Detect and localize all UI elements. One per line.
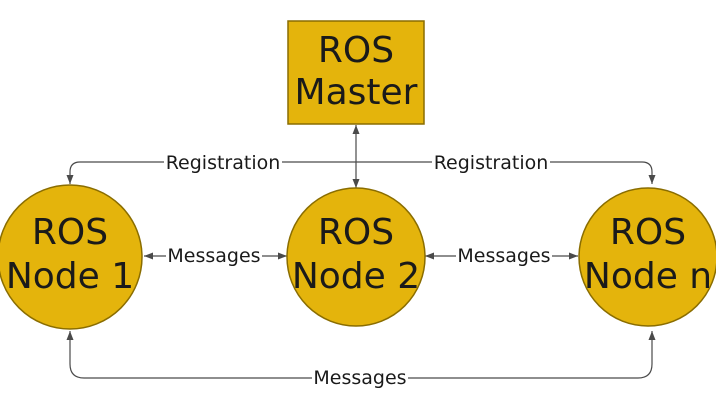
ros-master-box: ROS Master: [287, 20, 425, 125]
node2-circle: [286, 187, 426, 327]
messages-node2-noden-label: Messages: [457, 245, 550, 267]
ros-node-1: ROS Node 1: [0, 184, 143, 330]
node1-circle: [0, 184, 143, 330]
node2-label-line1: ROS: [318, 212, 394, 253]
registration-right-label: Registration: [434, 152, 549, 174]
registration-left-label: Registration: [166, 152, 281, 174]
ros-node-n: ROS Node n: [578, 187, 716, 327]
master-label-line2: Master: [295, 72, 418, 113]
node1-label-line2: Node 1: [6, 256, 134, 297]
ros-node-2: ROS Node 2: [286, 187, 426, 327]
messages-bottom-label: Messages: [313, 367, 406, 389]
noden-label-line1: ROS: [610, 212, 686, 253]
registration-right-connector: [356, 161, 656, 184]
master-rect: [287, 20, 425, 125]
messages-node1-node2-label: Messages: [167, 245, 260, 267]
noden-circle: [578, 187, 716, 327]
node2-label-line2: Node 2: [292, 256, 420, 297]
node1-label-line1: ROS: [32, 212, 108, 253]
registration-left-connector: [66, 161, 356, 184]
noden-label-line2: Node n: [584, 256, 712, 297]
master-label-line1: ROS: [318, 30, 394, 71]
